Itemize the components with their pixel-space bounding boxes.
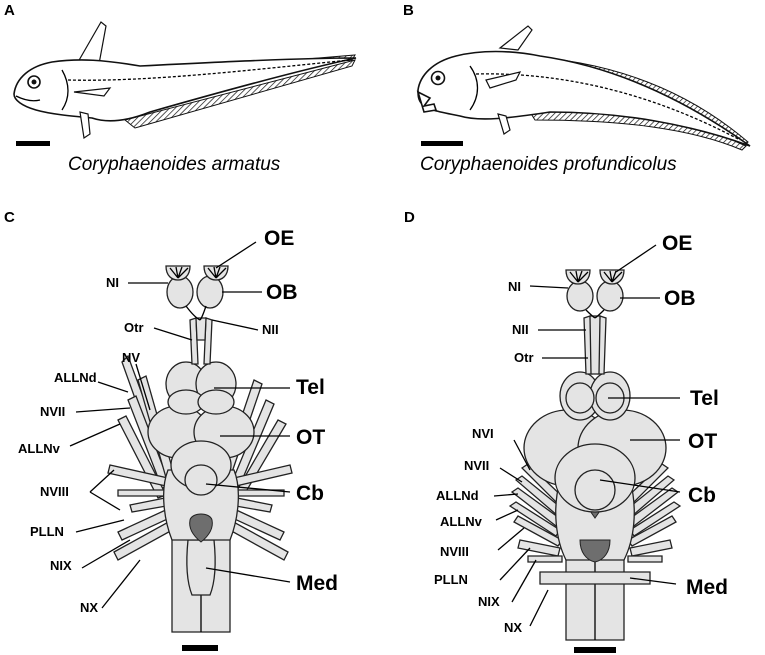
label-nvii-d: NVII [464, 458, 489, 473]
brain-armatus-diagram [107, 265, 293, 651]
label-nii-d: NII [512, 322, 529, 337]
label-tel-d: Tel [690, 387, 719, 410]
label-ni-d: NI [508, 279, 521, 294]
label-nii-c: NII [262, 322, 279, 337]
fish-armatus-illustration [13, 21, 357, 146]
label-ot-d: OT [688, 430, 717, 453]
label-ni-c: NI [106, 275, 119, 290]
label-nv-c: NV [122, 350, 140, 365]
pectoral-fin [73, 87, 112, 97]
panel-letter-d: D [404, 209, 415, 226]
label-allnv-d: ALLNv [440, 514, 483, 529]
label-plln-d: PLLN [434, 572, 468, 587]
label-allnv-c: ALLNv [18, 441, 61, 456]
label-allnd-d: ALLNd [436, 488, 479, 503]
label-med-d: Med [686, 576, 728, 599]
fourth-ventricle [189, 513, 213, 543]
panel-a: A Coryphaenoides armatus [4, 2, 357, 175]
panel-b: B Coryphaenoides profundicolus [403, 2, 751, 175]
species-name-a: Coryphaenoides armatus [68, 154, 281, 175]
label-oe-c: OE [264, 227, 294, 250]
label-ob-d: OB [664, 287, 696, 310]
label-ot-c: OT [296, 426, 325, 449]
brain-profundicolus-diagram [508, 269, 682, 653]
fish-body [13, 57, 357, 122]
hindbrain [163, 469, 239, 541]
label-cb-c: Cb [296, 482, 324, 505]
lateral-line [67, 59, 351, 81]
label-oe-d: OE [662, 232, 692, 255]
olfactory-bulb-left [566, 280, 594, 312]
first-dorsal-fin [77, 21, 107, 65]
first-dorsal-fin [498, 25, 533, 51]
pelvic-fin [497, 113, 511, 135]
panel-letter-a: A [4, 2, 15, 19]
leader-lines-d [493, 244, 681, 627]
olfactory-bulb-right [196, 275, 224, 309]
pectoral-fin [485, 71, 522, 89]
olfactory-bulb-left [166, 275, 194, 309]
mouth [15, 95, 41, 102]
label-nvii-c: NVII [40, 404, 65, 419]
panel-letter-b: B [403, 2, 414, 19]
label-nvi-d: NVI [472, 426, 494, 441]
panel-d: D [404, 209, 728, 653]
gill-cover [61, 69, 69, 111]
label-med-c: Med [296, 572, 338, 595]
species-name-b: Coryphaenoides profundicolus [420, 154, 677, 175]
gill-cover [469, 65, 479, 111]
label-allnd-c: ALLNd [54, 370, 97, 385]
labels-c: OE NI OB Otr NII NV ALLNd NVII ALLNv NVI… [18, 227, 338, 615]
label-nviii-c: NVIII [40, 484, 69, 499]
olfactory-bulb-right [596, 280, 624, 312]
scale-bar-d [574, 647, 616, 653]
scale-bar-c [182, 645, 218, 651]
label-nix-d: NIX [478, 594, 500, 609]
label-nx-d: NX [504, 620, 522, 635]
fourth-ventricle [579, 539, 611, 563]
fish-profundicolus-illustration [416, 25, 751, 151]
label-nix-c: NIX [50, 558, 72, 573]
label-tel-c: Tel [296, 376, 325, 399]
labels-d: OE NI OB NII Otr NVI NVII ALLNd ALLNv NV… [434, 232, 728, 635]
leader-lines-c [69, 241, 291, 609]
label-plln-c: PLLN [30, 524, 64, 539]
label-nviii-d: NVIII [440, 544, 469, 559]
scale-bar-a [16, 141, 50, 146]
fish-pupil [435, 75, 441, 81]
medulla-lobe [186, 539, 216, 596]
label-ob-c: OB [266, 281, 298, 304]
open-jaw [416, 90, 438, 113]
pelvic-fin [79, 111, 91, 140]
panel-letter-c: C [4, 209, 15, 226]
label-cb-d: Cb [688, 484, 716, 507]
label-nx-c: NX [80, 600, 98, 615]
panel-c: C [4, 209, 338, 651]
anal-fin [123, 59, 356, 129]
cranial-nerves-left [508, 463, 567, 563]
label-otr-c: Otr [124, 320, 144, 335]
fish-pupil [31, 79, 37, 85]
scale-bar-b [421, 141, 463, 146]
label-otr-d: Otr [514, 350, 534, 365]
